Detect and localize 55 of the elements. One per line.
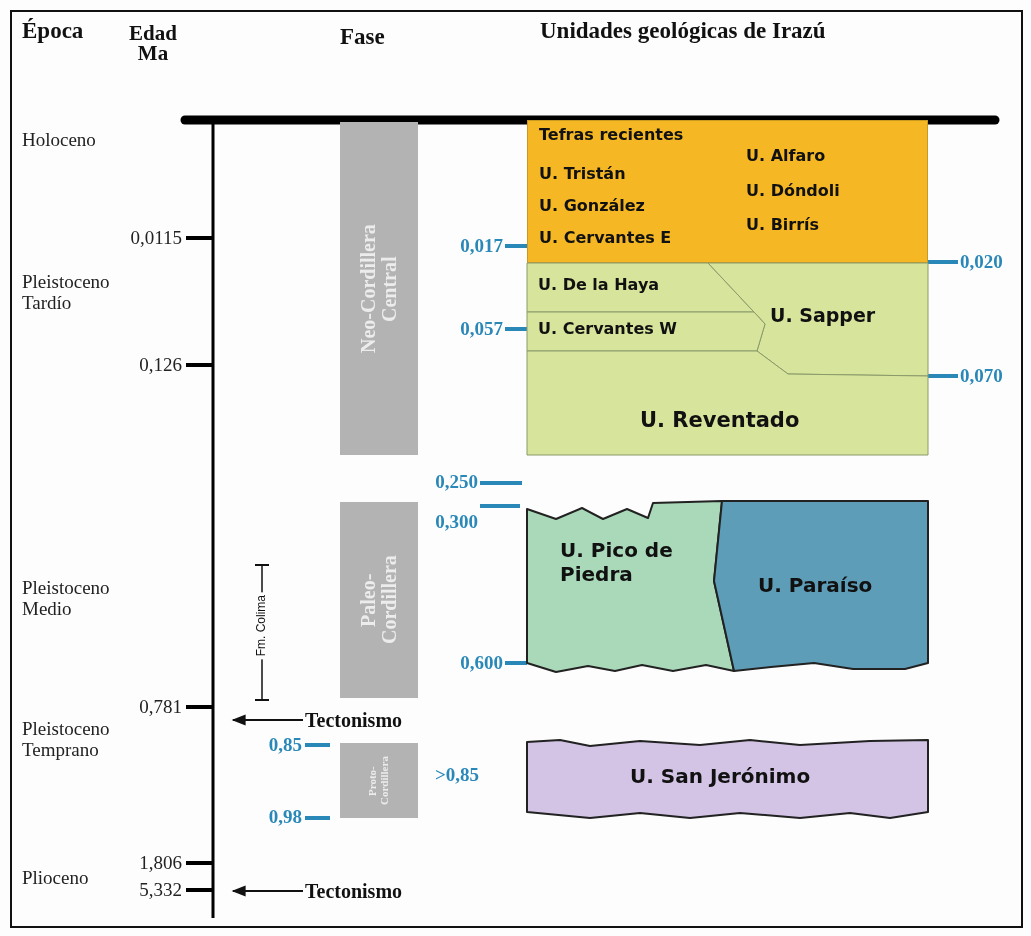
age-label: >0,85 xyxy=(435,765,480,786)
age-label: 1,806 xyxy=(138,853,182,874)
unit-label: U. Reventado xyxy=(640,408,800,434)
epoch-label: Pleistoceno Medio xyxy=(22,578,111,620)
column-heading: Unidades geológicas de Irazú xyxy=(540,18,826,44)
phase-bar xyxy=(340,502,418,698)
age-label: 0,600 xyxy=(459,653,503,674)
phase-bar xyxy=(340,122,418,455)
age-label: 0,0115 xyxy=(129,228,182,249)
age-label: 0,126 xyxy=(138,355,182,376)
age-label: 0,020 xyxy=(960,252,1003,273)
phase-label: Paleo-Cordillera xyxy=(358,554,400,647)
tectonism-label: Tectonismo xyxy=(305,880,403,902)
unit-block xyxy=(527,740,928,818)
arrow xyxy=(231,714,304,726)
age-label: 0,070 xyxy=(960,366,1003,387)
column-heading: Fase xyxy=(340,24,385,50)
age-label: 0,300 xyxy=(434,512,478,533)
phase-label: Proto-Cordillera xyxy=(367,755,391,807)
phase-label: Neo-Cordillera Central xyxy=(358,223,400,355)
age-label: 0,85 xyxy=(267,735,302,756)
unit-label: U. Tristán xyxy=(539,164,626,184)
unit-label: Tefras recientes xyxy=(539,125,684,145)
unit-block xyxy=(527,120,928,263)
phase-bar xyxy=(340,743,418,818)
unit-label: U. San Jerónimo xyxy=(630,764,811,788)
epoch-label: Pleistoceno Tardío xyxy=(22,272,111,314)
unit-label: U. Alfaro xyxy=(746,146,826,166)
unit-block xyxy=(714,501,928,671)
epoch-label: Pleistoceno Temprano xyxy=(22,719,111,761)
unit-block xyxy=(527,501,734,672)
unit-label: U. González xyxy=(539,196,645,216)
age-label: 0,057 xyxy=(459,319,503,340)
age-label: 0,017 xyxy=(459,236,503,257)
column-heading: Edad Ma xyxy=(128,24,178,64)
unit-label: U. Birrís xyxy=(746,215,820,235)
unit-label: U. Paraíso xyxy=(758,573,873,597)
epoch-label: Holoceno xyxy=(22,130,96,151)
unit-block xyxy=(708,263,928,376)
tectonism-label: Tectonismo xyxy=(305,709,403,731)
unit-label: U. De la Haya xyxy=(538,275,660,295)
unit-label: U. Dóndoli xyxy=(746,181,840,201)
age-label: 5,332 xyxy=(138,880,182,901)
age-label: 0,781 xyxy=(138,697,182,718)
arrow xyxy=(231,885,304,897)
unit-block xyxy=(527,351,928,455)
unit-label: U. Cervantes W xyxy=(538,319,677,339)
epoch-label: Plioceno xyxy=(22,868,89,889)
age-label: 0,98 xyxy=(267,807,302,828)
unit-label: U. Cervantes E xyxy=(539,228,672,248)
column-heading: Época xyxy=(22,18,84,44)
unit-label: U. Pico de Piedra xyxy=(560,538,674,586)
unit-label: U. Sapper xyxy=(770,304,876,327)
unit-block xyxy=(527,312,765,351)
age-label: 0,250 xyxy=(434,472,478,493)
